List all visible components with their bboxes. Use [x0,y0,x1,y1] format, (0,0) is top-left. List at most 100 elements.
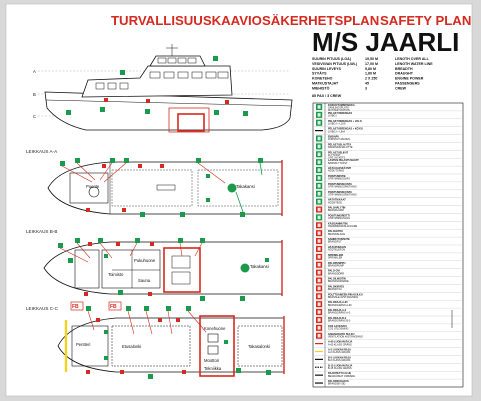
legend-item-text: LIVBOJ + LINA [328,130,345,133]
legend-item-text: BRANDYXA [328,288,342,291]
legend-item-text: BRANDVARNARE [328,280,349,283]
legend-item-text: B-0 LUOKAN RAJA [328,356,351,359]
legend-item-text: B-0 KLASS GRÄNS [328,359,351,362]
legend-item-text: BARNFLYTVÄST [328,162,348,165]
legend-item-text: SPRINKLERI [328,254,343,257]
legend-item-text: PALOKIRVES [328,285,344,288]
legend-item-text: LIVBOJ [328,114,337,117]
legend-item-text: LIVBOJ + LJUS [328,122,346,125]
room-rear-deck-b: Takakansi [250,264,269,269]
spec-value: 1,80 M [365,72,376,76]
legend-item-text: CO2 LAUKAISU [328,325,347,328]
legend-item-text: POISTUMISTIE [328,175,346,178]
legend-item-text: POISTUMISSUUNTA [328,191,352,194]
legend-item-text: BRANDGRÄNS A-0 [328,312,351,315]
legend-item-text: CO2 UTLÖSNING [328,327,348,330]
deck-marker-c: C [33,114,36,119]
side-profile: A B C [33,44,293,133]
legend-item-text: PALOILMOITIN [328,278,346,281]
legend-item-text: BEGRÄNSAT OMRÅDE [328,375,355,378]
spec-label-en: BREADTH [395,67,413,71]
spec-label-fi: SUURIN PITUUS (LOA) [312,57,352,61]
spec-value: 45 [365,82,369,86]
spec-label-en: DRAUGHT [395,72,414,76]
room-office: Toimisto [108,272,124,277]
legend-item-text: A-60 KLASS GRÄNS [328,343,352,346]
fire-boundary-flag-1: FB [72,304,79,310]
legend-item-text: PELASTUSRENGAS + KÖYSI [328,128,363,131]
legend-item-text: HÄTÄTIKKAAT [328,199,346,202]
legend-item-text: BRANDSLANG [328,233,345,236]
fire-boundary-flag-2: FB [110,304,117,310]
room-pantry: Pentteri [76,342,91,347]
legend-item-text: UTRYMNINGSVÄG [328,178,350,181]
legend-item-text: PELASTUSRENGAS [328,112,352,115]
legend-item-text: NÖDUTGÅNG [328,170,344,173]
deck-marker-a: A [33,69,36,74]
legend-item-text: PELASTUSRENGAS + VALO [328,120,362,123]
legend-item-text: BRANDPUMP [328,264,344,267]
legend-item-text: SAMLINGSPLATS [328,107,349,110]
spec-label-fi: SUURIN LEVEYS [312,67,342,71]
legend-item-text: LASTEN PELASTUSLIIVIT [328,159,359,162]
ship-name: M/S JAARLI [312,27,459,57]
engine-room-c [199,315,235,377]
legend-item-text: FÖRSTA HJÄLPEN [328,138,350,141]
room-tech: Tekniikka [204,366,222,371]
deck-b-plan: Pukuhuone Sauna Toimisto Takakansi [43,238,283,301]
deck-c-plan: Pentteri Etusalonki Konehuone Moottori T… [57,301,285,379]
legend-item-text: BRÄNSLE AVSTÄNGNING [328,296,358,299]
room-sauna: Sauna [138,278,151,283]
spec-value: 2 X 250 [365,77,377,81]
legend-item-text: UTRYMNINGSRIKTNING [328,185,357,188]
legend-item-text: BRANDSKYDD [328,383,346,386]
legend-item-text: HÄTÄPUHELIN [328,246,346,249]
legend-item-text: SAMMUTUSPEITE [328,238,350,241]
spec-label-fi: VESIVIIVAN PITUUS (LWL) [312,62,358,66]
deck-marker-b: B [33,92,36,97]
deck-a-plan: Puente Takakansi [47,158,283,217]
legend-item-text: MUSTER STATION [328,109,350,112]
spec-label-fi: MATKUSTAJAT [312,82,339,86]
legend-item-text: PALOLETKU [328,230,343,233]
legend-item-text: BRANDLARM [328,209,344,212]
fire-zone-b [163,247,201,293]
legend-item-text: PALOPUMPPU [328,262,346,265]
spec-label-fi: MIEHISTÖ [312,85,330,90]
legend-item-text: PALONSUOJAUS [328,380,349,383]
room-rear-lounge: Takasalonki [248,344,270,349]
legend-item-text: ILMANVAIHTO SULKU [328,333,355,336]
muster-point-b [240,263,250,273]
spec-label-en: ENGINE POWER [395,77,424,81]
legend-item-text: VENTILATION AVSTÄNGNING [328,335,363,338]
room-bridge: Puente [86,184,100,189]
legend-item-text: BRANDGRÄNS B-0 [328,320,351,323]
legend-item-text: BRANDFILT [328,241,342,244]
legend-item-text: PALORAJA A-60 [328,301,348,304]
legend-item-text: A-60 LUOKAN RAJA [328,341,353,344]
legend-item-text: A-0 LUOKAN RAJA [328,349,351,352]
